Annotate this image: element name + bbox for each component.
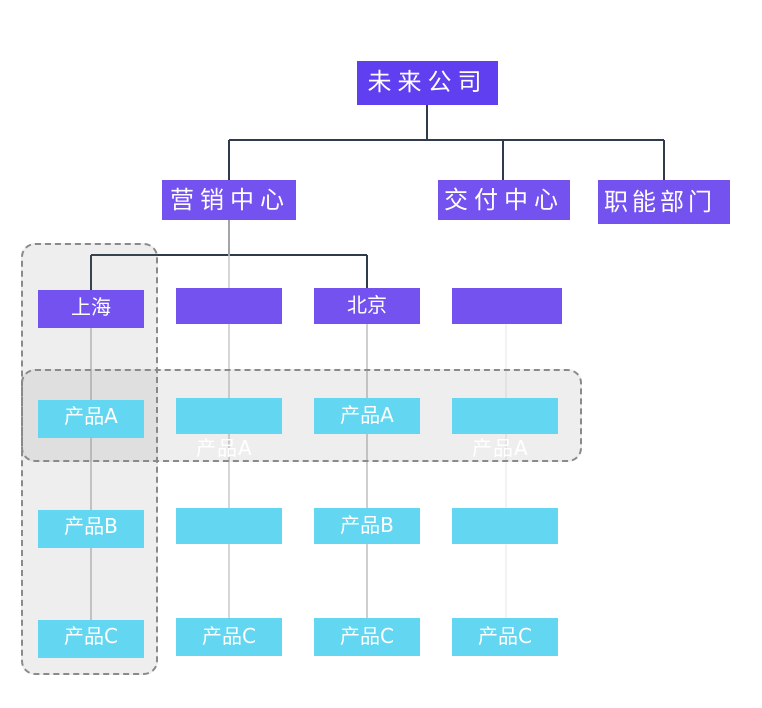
department-node-functions[interactable]: 职能部门 <box>598 180 730 224</box>
product-label: 产品B <box>340 513 394 537</box>
product-node-col2-b[interactable] <box>176 508 282 544</box>
company-name: 未来公司 <box>367 68 488 96</box>
product-label: 产品A <box>64 404 118 428</box>
region-node-beijing[interactable]: 北京 <box>314 288 420 324</box>
region-name-shanghai: 上海 <box>71 295 111 319</box>
department-name-functions: 职能部门 <box>604 188 716 216</box>
product-node-col4-a[interactable] <box>452 398 558 434</box>
product-label: 产品B <box>64 514 118 538</box>
product-node-shanghai-b[interactable]: 产品B <box>38 510 144 548</box>
product-label: 产品A <box>340 403 394 427</box>
product-node-col4-b[interactable] <box>452 508 558 544</box>
department-node-delivery[interactable]: 交付中心 <box>438 180 570 220</box>
department-name-delivery: 交付中心 <box>444 186 564 214</box>
product-node-col4-c[interactable]: 产品C <box>452 618 558 656</box>
department-name-marketing: 营销中心 <box>170 186 290 214</box>
product-label: 产品C <box>478 624 532 648</box>
product-node-shanghai-a[interactable]: 产品A <box>38 400 144 438</box>
company-node[interactable]: 未来公司 <box>357 61 498 105</box>
product-label: 产品C <box>340 624 394 648</box>
department-node-marketing[interactable]: 营销中心 <box>162 180 296 220</box>
product-node-col2-a[interactable] <box>176 398 282 434</box>
product-node-col2-c[interactable]: 产品C <box>176 618 282 656</box>
product-label: 产品C <box>202 624 256 648</box>
region-node-4[interactable] <box>452 288 562 324</box>
product-node-beijing-a[interactable]: 产品A <box>314 398 420 434</box>
region-node-2[interactable] <box>176 288 282 324</box>
product-label-overflow-col2-a: 产品A <box>196 436 253 460</box>
product-label-overflow-col4-a: 产品A <box>472 436 529 460</box>
product-node-shanghai-c[interactable]: 产品C <box>38 620 144 658</box>
product-node-beijing-b[interactable]: 产品B <box>314 508 420 544</box>
product-label: 产品C <box>64 624 118 648</box>
product-node-beijing-c[interactable]: 产品C <box>314 618 420 656</box>
region-name-beijing: 北京 <box>347 293 387 317</box>
region-node-shanghai[interactable]: 上海 <box>38 290 144 328</box>
